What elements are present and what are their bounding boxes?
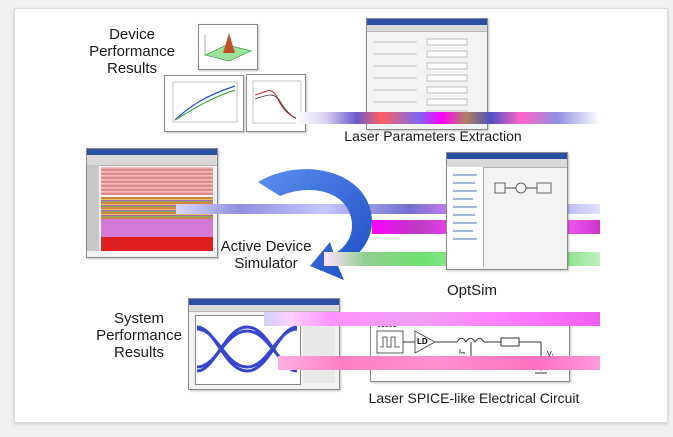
characteristic-plot-thumbnail <box>164 75 244 132</box>
glitch-band <box>176 204 600 214</box>
laser-parameters-label: Laser Parameters Extraction <box>344 128 522 144</box>
glitch-band <box>296 112 600 124</box>
active-device-simulator-window <box>86 148 218 258</box>
device-performance-label: Device Performance Results <box>89 26 175 77</box>
optsim-window <box>446 152 568 270</box>
voltage-label: V₁ <box>547 351 555 358</box>
current-label: Iₘ <box>459 349 466 356</box>
laser-parameters-window <box>366 18 488 130</box>
active-device-label: Active Device Simulator <box>220 238 312 272</box>
ld-label: LD <box>417 337 428 346</box>
spice-circuit-window: 01001 LD Iₘ Cᵢ V₁ <box>370 320 570 382</box>
red-bar <box>101 237 213 251</box>
system-performance-label: System Performance Results <box>96 310 182 361</box>
glitch-band <box>278 356 600 370</box>
spice-circuit-label: Laser SPICE-like Electrical Circuit <box>368 390 580 406</box>
optsim-label: OptSim <box>446 282 497 299</box>
glitch-band <box>264 312 600 326</box>
surface-plot-thumbnail <box>198 24 258 70</box>
